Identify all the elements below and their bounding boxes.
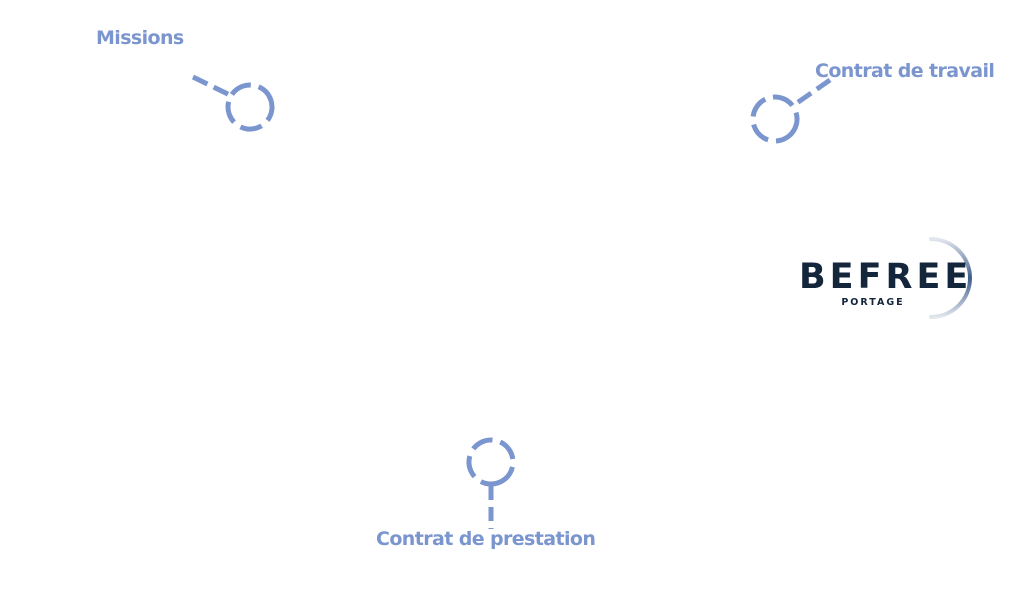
logo-tagline-text: PORTAGE — [841, 297, 904, 308]
logo-arc — [929, 237, 972, 319]
befree-logo: BEFREE PORTAGE — [799, 237, 972, 319]
logo-brand-text: BEFREE — [799, 257, 972, 297]
contrat-prestation-label: Contrat de prestation — [376, 528, 596, 550]
travail-connector — [750, 77, 832, 144]
prestation-connector — [466, 437, 516, 529]
missions-connector — [191, 74, 275, 132]
contrat-travail-label: Contrat de travail — [815, 60, 995, 82]
missions-label: Missions — [96, 27, 184, 49]
